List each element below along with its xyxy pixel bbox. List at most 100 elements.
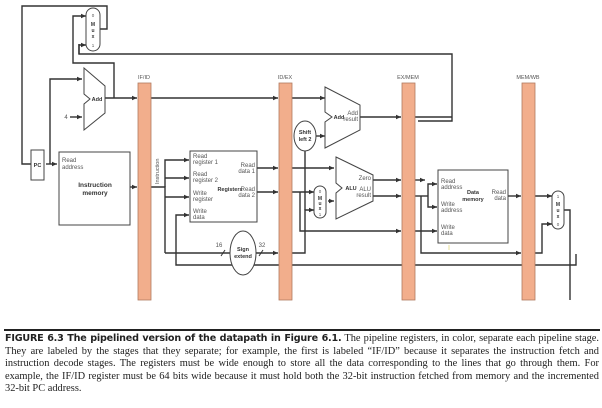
label-data-memory-read-address-0: Read	[441, 179, 455, 185]
label-muxes-alu-mux-letters-1: u	[318, 201, 321, 207]
wire-branch-to-pcmux-end	[78, 42, 86, 54]
stage-label-if-id: IF/ID	[138, 75, 150, 81]
label-adders-pc-add: Add	[92, 97, 103, 103]
wire-addr-write	[427, 196, 437, 210]
label-alu-result-0: ALU	[359, 187, 371, 193]
label-registers-write-data-1: data	[193, 215, 205, 221]
instruction-memory: Read address Instruction memory	[58, 151, 131, 226]
label-muxes-pc-mux-letters-0: M	[91, 22, 95, 28]
pipeline-registers: IF/ID ID/EX EX/MEM MEM/WB	[137, 75, 540, 301]
figure-caption: FIGURE 6.3 The pipelined version of the …	[5, 333, 599, 396]
program-counter: PC	[30, 149, 45, 181]
label-shift-left-0: Shift	[299, 130, 311, 136]
label-data-memory-title-1: memory	[462, 197, 484, 203]
shift-left-2: Shift left 2	[293, 120, 317, 152]
label-alu-zero: Zero	[359, 176, 372, 182]
pc-adder: Add 4	[64, 66, 106, 132]
wire-pcmux-to-pc	[21, 5, 108, 165]
label-muxes-wb-mux-inputs-1: 0	[557, 222, 560, 227]
label-registers-write-register-1: register	[193, 197, 213, 203]
label-muxes-alu-mux-letters-0: M	[318, 196, 322, 202]
label-registers-read-register-2-0: Read	[193, 172, 207, 178]
rect-shape	[551, 190, 565, 230]
label-muxes-pc-mux-inputs-1: 1	[92, 43, 95, 48]
pipeline-register-ex-mem[interactable]	[401, 82, 416, 301]
wire-idex-imm	[292, 207, 314, 254]
label-muxes-alu-mux-inputs-1: 1	[319, 212, 322, 217]
wire-rd2-to-exmem	[299, 192, 401, 234]
label-muxes-wb-mux-letters-2: x	[557, 214, 560, 220]
label-data-memory-write-address-0: Write	[441, 202, 456, 208]
stage-label-mem-wb: MEM/WB	[516, 75, 540, 81]
pipeline-register-id-ex[interactable]	[278, 82, 293, 301]
pc-mux: 0 M u x 1	[85, 7, 101, 52]
label-registers-write-data-0: Write	[193, 209, 208, 215]
label-instruction-memory-read-address-1: address	[62, 165, 83, 171]
pipeline-register-if-id[interactable]	[137, 82, 152, 301]
wires	[21, 5, 577, 300]
label-sign-extend-out-bits: 32	[259, 243, 266, 249]
wire-instr-vertical-up	[164, 157, 189, 187]
branch-adder: Add Add result	[324, 86, 361, 149]
rect-shape	[85, 7, 101, 52]
rect-shape	[437, 169, 509, 244]
writeback-mux: 1 M u x 0	[551, 190, 565, 230]
label-muxes-pc-mux-letters-2: x	[92, 34, 95, 40]
constant-four: 4	[64, 115, 68, 121]
label-data-memory-read-data-1: data	[494, 196, 506, 202]
wire-wb-to-write-data	[175, 212, 577, 266]
ellipse-shape	[229, 230, 257, 276]
label-data-memory-write-address-1: address	[441, 208, 462, 214]
label-instruction-memory-title-1: memory	[82, 190, 108, 197]
pipelined-datapath-diagram: IF/ID ID/EX EX/MEM MEM/WB 0 M u x 1 PC A…	[21, 5, 577, 301]
instruction-label: Instruction	[155, 159, 161, 184]
path-shape	[83, 66, 106, 132]
wire-instruction-bus	[151, 186, 166, 253]
label-pc: PC	[34, 163, 42, 169]
stage-label-id-ex: ID/EX	[278, 75, 293, 81]
label-registers-read-data-2-0: Read	[241, 187, 255, 193]
register-file: Read register 1 Read register 2 Write re…	[189, 150, 258, 223]
label-muxes-pc-mux-letters-1: u	[91, 28, 94, 34]
label-muxes-alu-mux-inputs-0: 0	[319, 189, 322, 194]
label-muxes-pc-mux-inputs-0: 0	[92, 13, 95, 18]
path-shape	[258, 249, 264, 257]
wire-branch-to-pcmux	[78, 44, 453, 122]
wire-addr-read	[427, 181, 437, 196]
label-alu-result-1: result	[356, 193, 371, 199]
label-registers-read-data-1-0: Read	[241, 163, 255, 169]
label-registers-read-register-1-0: Read	[193, 154, 207, 160]
label-adders-branch-add-result-1: result	[343, 117, 358, 123]
label-instruction-memory-title-0: Instruction	[78, 182, 112, 189]
path-shape	[335, 156, 374, 220]
label-sign-extend-title-1: extend	[234, 254, 252, 260]
label-registers-title: Registers	[217, 187, 242, 193]
alu: ALU Zero ALU result	[335, 156, 374, 220]
label-registers-read-data-2-1: data 2	[238, 193, 255, 199]
label-alu-title: ALU	[345, 186, 356, 192]
label-instruction-memory-read-address-0: Read	[62, 158, 76, 164]
data-memory: Read address Write address Write data Da…	[437, 169, 509, 250]
label-muxes-wb-mux-letters-0: M	[556, 202, 560, 208]
label-shift-left-1: left 2	[299, 137, 312, 143]
path-shape	[324, 86, 361, 149]
label-adders-branch-add: Add	[334, 115, 345, 121]
sign-extend: Sign extend 16 32	[216, 230, 266, 276]
wire-alu-result-bypass	[420, 196, 521, 256]
label-registers-write-register-0: Write	[193, 191, 208, 197]
rect-shape	[30, 149, 45, 181]
label-muxes-alu-mux-letters-2: x	[319, 206, 322, 212]
wire-add-to-pcmux	[72, 13, 115, 98]
label-registers-read-register-1-1: register 1	[193, 160, 219, 166]
label-registers-read-register-2-1: register 2	[193, 178, 219, 184]
wire-memwb-alu	[535, 221, 552, 254]
path-shape	[220, 249, 226, 257]
label-muxes-wb-mux-inputs-0: 1	[557, 194, 560, 199]
rect-shape	[58, 151, 131, 226]
label-data-memory-write-data-0: Write	[441, 225, 456, 231]
label-data-memory-read-data-0: Read	[492, 190, 506, 196]
pipeline-register-mem-wb[interactable]	[521, 82, 536, 301]
wire-wbmux-out	[564, 209, 571, 300]
label-sign-extend-in-bits: 16	[216, 243, 223, 249]
caption-title: FIGURE 6.3 The pipelined version of the …	[5, 333, 342, 344]
